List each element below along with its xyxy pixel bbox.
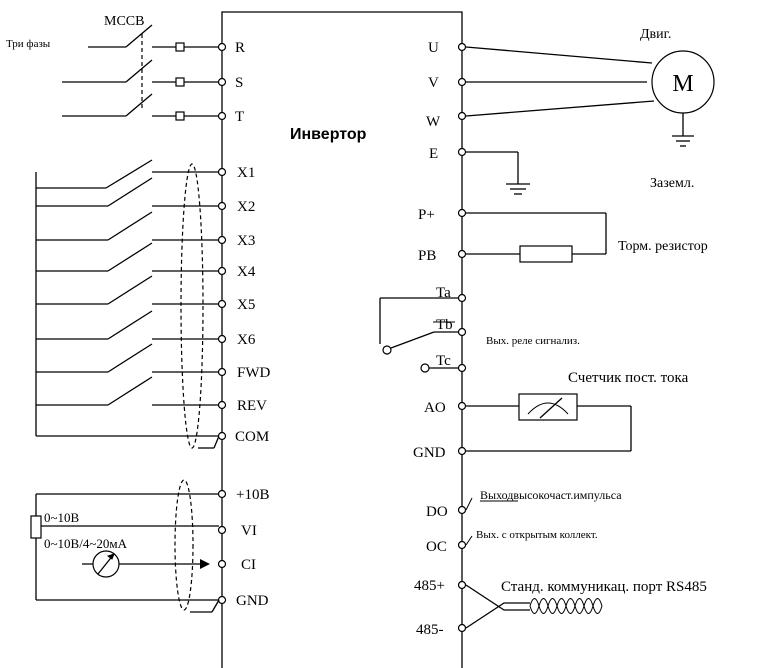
v-range-label: 0~10В xyxy=(44,510,80,525)
digital-input-switches xyxy=(35,159,220,449)
left-terminal-labels: R S T X1 X2 X3 X4 X5 X6 FWD REV COM +10В… xyxy=(235,40,271,609)
terminal-x2: X2 xyxy=(237,199,255,215)
ci-range-label: 0~10В/4~20мА xyxy=(44,536,128,551)
terminal-oc: OC xyxy=(426,539,447,555)
terminal-e: E xyxy=(429,146,438,162)
motor-label: Двиг. xyxy=(640,27,671,42)
terminal-x3: X3 xyxy=(237,233,255,249)
do-line xyxy=(465,497,473,511)
terminal-tb: Tb xyxy=(436,317,453,333)
terminal-x5: X5 xyxy=(237,297,255,313)
relay-contact xyxy=(379,297,458,373)
terminal-gnd-left: GND xyxy=(236,593,269,609)
terminal-tc: Tc xyxy=(436,353,451,369)
terminal-ci: CI xyxy=(241,557,256,573)
meter-label: Счетчик пост. тока xyxy=(568,370,689,386)
terminal-485-minus: 485- xyxy=(416,622,444,638)
terminal-x4: X4 xyxy=(237,264,256,280)
inverter-box xyxy=(221,11,463,668)
brake-resistor xyxy=(466,212,607,263)
dc-meter xyxy=(466,393,632,452)
right-terminal-labels: U V W E P+ PB Ta Tb Tc AO GND DO OC 485+… xyxy=(413,40,453,638)
mccb-breaker xyxy=(62,24,219,121)
oc-line xyxy=(465,535,473,546)
terminal-x1: X1 xyxy=(237,165,255,181)
rs485-twisted-pair xyxy=(465,584,603,629)
terminal-w: W xyxy=(426,114,441,130)
analog-input-wiring xyxy=(30,479,220,613)
terminal-com: COM xyxy=(235,429,269,445)
terminal-gnd-right: GND xyxy=(413,445,446,461)
mccb-label: MCCB xyxy=(104,14,144,29)
relay-label: Вых. реле сигнализ. xyxy=(486,335,580,347)
rs485-label: Станд. коммуникац. порт RS485 xyxy=(501,579,707,595)
terminal-p-plus: P+ xyxy=(418,207,435,223)
right-terminal-circles xyxy=(457,42,467,633)
terminal-do: DO xyxy=(426,504,448,520)
motor-circle xyxy=(651,50,715,114)
three-phase-label: Три фазы xyxy=(6,38,51,50)
terminal-fwd: FWD xyxy=(237,365,271,381)
terminal-t: T xyxy=(235,109,244,125)
terminal-v: V xyxy=(428,75,439,91)
terminal-r: R xyxy=(235,40,245,56)
inverter-label: Инвертор xyxy=(290,126,367,143)
motor-wiring xyxy=(465,46,694,147)
terminal-x6: X6 xyxy=(237,332,256,348)
terminal-vi: VI xyxy=(241,523,257,539)
do-label: Выходвысокочаст.импульса xyxy=(480,488,622,502)
terminal-ta: Ta xyxy=(436,285,451,301)
terminal-pb: PB xyxy=(418,248,436,264)
motor-ground-label: Заземл. xyxy=(650,176,694,191)
terminal-485-plus: 485+ xyxy=(414,578,445,594)
ground-symbol xyxy=(466,151,530,195)
brake-resistor-label: Торм. резистор xyxy=(618,239,708,254)
left-terminal-circles xyxy=(217,42,227,605)
terminal-ao: AO xyxy=(424,400,446,416)
terminal-rev: REV xyxy=(237,398,267,414)
terminal-10v: +10В xyxy=(236,487,269,503)
oc-label: Вых. с открытым коллект. xyxy=(476,529,598,541)
motor-symbol: M xyxy=(672,71,693,97)
terminal-s: S xyxy=(235,75,243,91)
terminal-u: U xyxy=(428,40,439,56)
